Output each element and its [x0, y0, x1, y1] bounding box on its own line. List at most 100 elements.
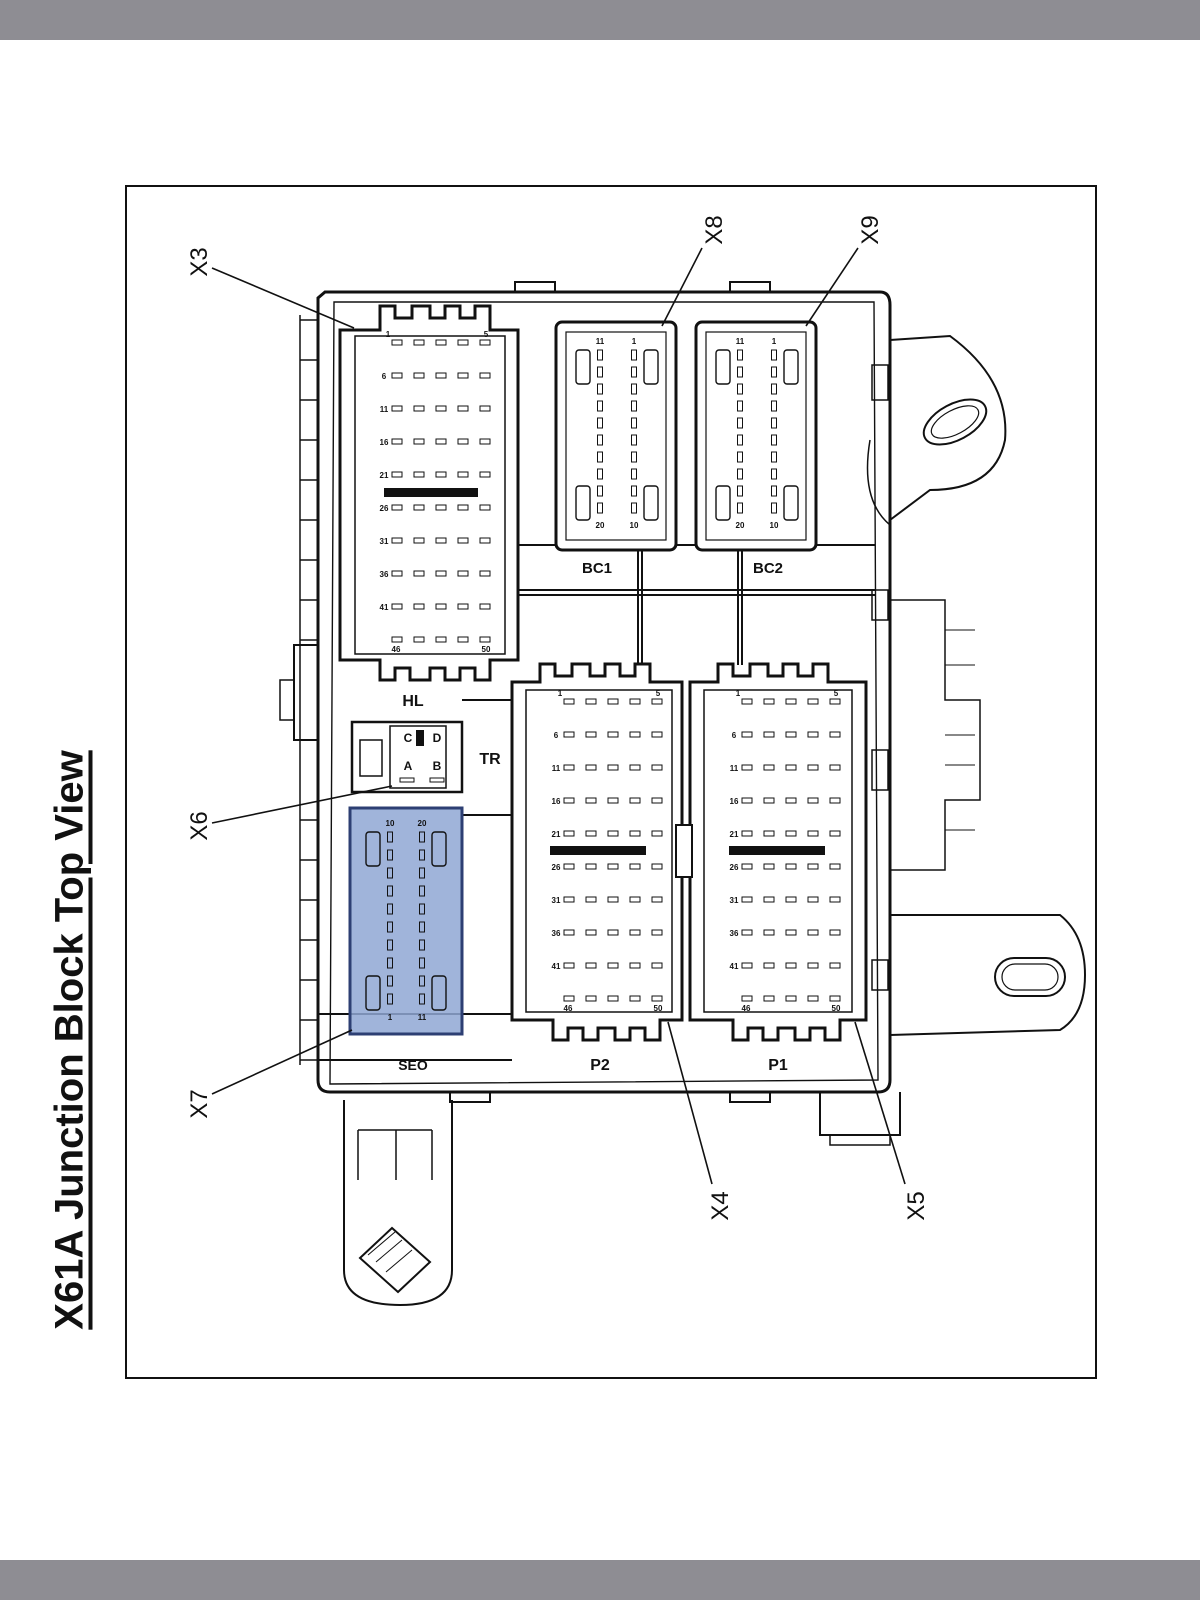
pin-slot — [479, 537, 491, 544]
pin-slot — [763, 698, 775, 705]
pin-slot — [563, 896, 575, 903]
pin-slot — [807, 863, 819, 870]
pin-slot — [785, 698, 797, 705]
pin-slot — [607, 830, 619, 837]
pin-slot — [829, 896, 841, 903]
latch — [365, 975, 381, 1011]
pin-slot — [829, 929, 841, 936]
pin-slot — [829, 698, 841, 705]
pin-slot — [457, 405, 469, 412]
pin-slot — [597, 485, 603, 497]
pin-slot — [651, 863, 663, 870]
pin-slot — [585, 797, 597, 804]
pin-slot — [807, 962, 819, 969]
pin-slot — [585, 962, 597, 969]
leader-x6 — [211, 785, 393, 824]
pin-slot — [413, 372, 425, 379]
pin-slot — [771, 383, 777, 395]
pin-slot — [419, 975, 425, 987]
pin-slot — [741, 929, 753, 936]
pin-slot — [413, 471, 425, 478]
pin-number: 1 — [386, 330, 391, 339]
pin-slot — [785, 863, 797, 870]
pin-slot — [597, 434, 603, 446]
pin-slot — [607, 995, 619, 1002]
pin-number: 46 — [564, 1004, 573, 1013]
pin-slot — [387, 975, 393, 987]
pin-slot — [741, 995, 753, 1002]
pin-slot — [651, 797, 663, 804]
label-tr: TR — [479, 751, 501, 768]
pin-number: 41 — [730, 962, 739, 971]
pin-slot — [435, 339, 447, 346]
pin-slot — [391, 504, 403, 511]
callout-x8: X8 — [701, 215, 728, 244]
x6-terminal-a: A — [404, 759, 413, 773]
pin-slot — [419, 903, 425, 915]
pin-slot — [387, 885, 393, 897]
pin-slot — [651, 830, 663, 837]
center-clip — [675, 824, 693, 878]
pin-slot — [387, 831, 393, 843]
pin-slot — [763, 863, 775, 870]
pin-slot — [435, 438, 447, 445]
pin-number: 16 — [552, 797, 561, 806]
pin-slot — [737, 366, 743, 378]
pin-slot — [737, 434, 743, 446]
pin-slot — [479, 405, 491, 412]
latch — [715, 349, 731, 385]
label-seo: SEO — [398, 1057, 428, 1073]
pin-slot — [785, 797, 797, 804]
pin-slot — [771, 400, 777, 412]
pin-slot — [631, 417, 637, 429]
pin-slot — [597, 417, 603, 429]
connector-x6: C D A B — [350, 720, 464, 794]
pin-number: 50 — [482, 645, 491, 654]
pin-slot — [741, 830, 753, 837]
pin-slot — [807, 995, 819, 1002]
pin-slot — [597, 451, 603, 463]
pin-slot — [387, 849, 393, 861]
pin-slot — [829, 863, 841, 870]
pin-number: 16 — [380, 438, 389, 447]
pin-number: 10 — [386, 819, 395, 828]
pin-slot — [763, 797, 775, 804]
pin-slot — [563, 797, 575, 804]
pin-slot — [785, 830, 797, 837]
pin-slot — [741, 698, 753, 705]
latch — [365, 831, 381, 867]
leader-x8 — [661, 247, 703, 327]
leader-x4 — [667, 1021, 713, 1185]
pin-slot — [607, 797, 619, 804]
pin-slot — [737, 468, 743, 480]
pin-slot — [785, 995, 797, 1002]
pin-slot — [391, 570, 403, 577]
pin-slot — [763, 929, 775, 936]
pin-slot — [563, 698, 575, 705]
x6-terminal-c: C — [404, 731, 413, 745]
pin-slot — [563, 962, 575, 969]
pin-number: 11 — [730, 764, 739, 773]
pin-slot — [737, 383, 743, 395]
latch — [431, 831, 447, 867]
pin-slot — [763, 764, 775, 771]
pin-slot — [785, 896, 797, 903]
pin-slot — [479, 570, 491, 577]
label-hl: HL — [402, 693, 424, 710]
pin-slot — [771, 366, 777, 378]
pin-slot — [391, 405, 403, 412]
junction-block-housing — [279, 281, 1087, 1307]
pin-slot — [597, 400, 603, 412]
pin-slot — [597, 468, 603, 480]
leader-x7 — [211, 1029, 353, 1095]
pin-slot — [413, 504, 425, 511]
pin-number: 31 — [380, 537, 389, 546]
pin-slot — [413, 339, 425, 346]
pin-number: 1 — [558, 689, 563, 698]
pin-slot — [479, 438, 491, 445]
pin-number: 5 — [484, 330, 489, 339]
pin-slot — [479, 636, 491, 643]
pin-number: 36 — [552, 929, 561, 938]
pin-slot — [631, 400, 637, 412]
callout-x3: X3 — [186, 247, 213, 276]
